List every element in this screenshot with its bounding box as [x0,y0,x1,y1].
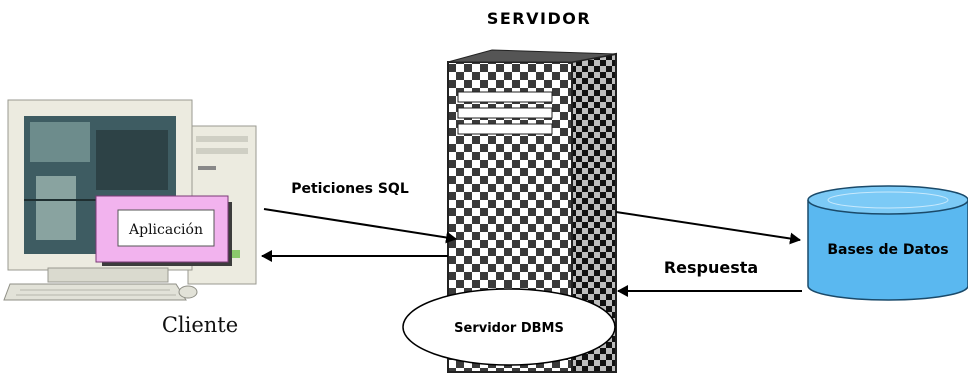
response-label: Respuesta [664,258,758,277]
request-label: Peticiones SQL [291,181,409,197]
application-label: Aplicación [128,222,203,238]
dbms-node: Servidor DBMS [402,288,616,366]
query-arrow-to-database [615,211,801,245]
dbms-label: Servidor DBMS [454,321,564,336]
client-label: Cliente [162,313,238,337]
database-label: Bases de Datos [827,242,948,258]
request-arrow [263,208,457,244]
diagram-title: SERVIDOR [487,9,591,28]
database-cylinder-icon: Bases de Datos [807,185,968,301]
application-window: Aplicación [95,195,232,266]
